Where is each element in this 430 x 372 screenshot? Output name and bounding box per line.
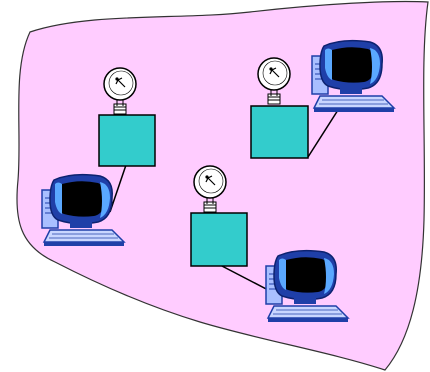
transmitter-box xyxy=(98,114,156,167)
transmitter-box xyxy=(250,105,309,159)
link-left xyxy=(109,164,127,213)
link-center xyxy=(219,264,273,293)
node-left xyxy=(41,67,156,247)
link-top-right xyxy=(307,109,339,158)
node-center xyxy=(190,165,349,323)
transmitter-box xyxy=(190,212,248,267)
node-top-right xyxy=(250,39,395,159)
